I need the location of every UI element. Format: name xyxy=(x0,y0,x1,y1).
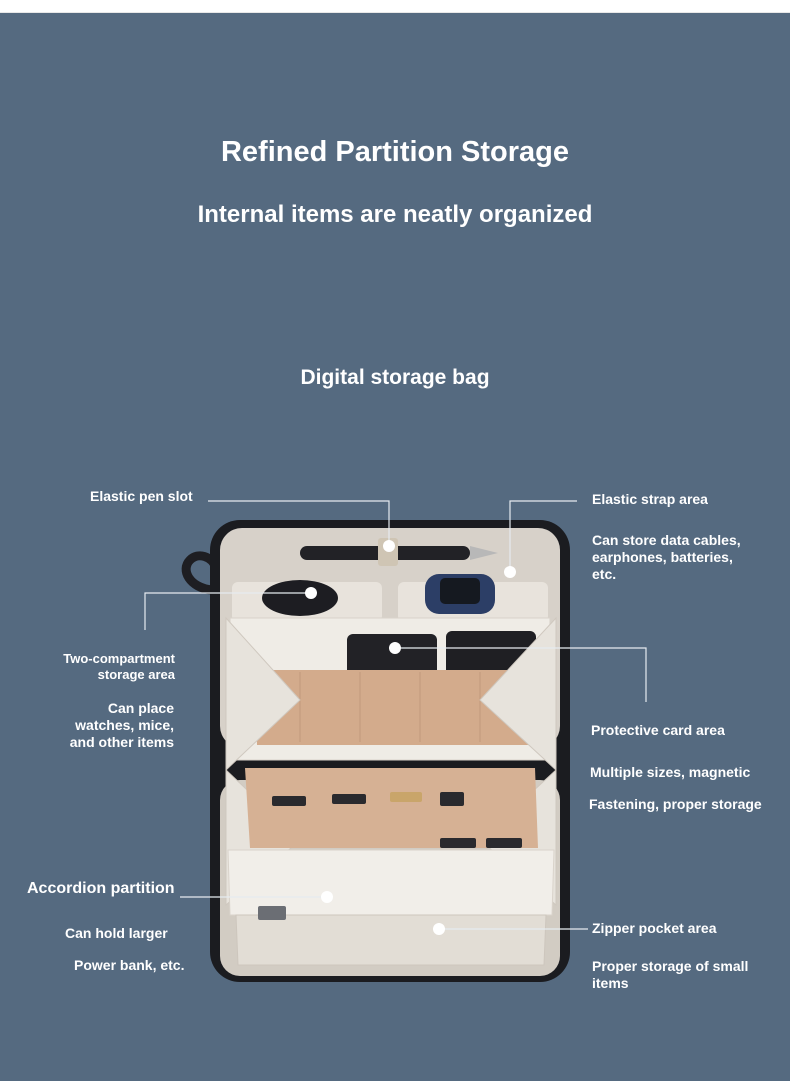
leader-compartment xyxy=(144,592,311,630)
slot-holder xyxy=(245,768,538,848)
page-title: Refined Partition Storage xyxy=(220,136,570,168)
dot-pen xyxy=(383,540,395,552)
dot-compartment xyxy=(305,587,317,599)
label-zipper-pocket: Zipper pocket area xyxy=(592,920,717,936)
label-accordion-detail-1: Can hold larger xyxy=(65,925,168,941)
label-two-compartment: Two-compartment storage area xyxy=(63,651,175,682)
label-strap-detail: Can store data cables, earphones, batter… xyxy=(592,532,741,582)
card-holder xyxy=(255,670,530,745)
label-accordion-partition: Accordion partition xyxy=(27,880,175,897)
page-subtitle: Internal items are neatly organized xyxy=(197,201,593,228)
dot-strap xyxy=(504,566,516,578)
usb-item xyxy=(258,906,286,920)
dot-accordion xyxy=(321,891,333,903)
label-accordion-detail-2: Power bank, etc. xyxy=(74,957,185,973)
top-strip xyxy=(0,0,790,13)
label-two-compartment-detail: Can place watches, mice, and other items xyxy=(69,700,174,750)
leader-strap xyxy=(509,500,577,572)
label-zipper-detail: Proper storage of small items xyxy=(592,958,749,991)
label-protective-card-area: Protective card area xyxy=(591,722,725,738)
memory-card-slots xyxy=(272,792,522,848)
round-item xyxy=(262,580,338,616)
callout-dots xyxy=(305,540,516,935)
section-title: Digital storage bag xyxy=(300,366,490,389)
dot-card xyxy=(389,642,401,654)
dot-zipper xyxy=(433,923,445,935)
label-elastic-strap-area: Elastic strap area xyxy=(592,491,708,507)
label-card-detail-2: Fastening, proper storage xyxy=(589,796,762,812)
zipper-pocket xyxy=(235,914,547,966)
accordion-pocket xyxy=(227,849,555,916)
leader-lines xyxy=(144,500,647,930)
label-card-detail-1: Multiple sizes, magnetic xyxy=(590,764,751,780)
leader-card xyxy=(395,647,647,702)
leader-pen xyxy=(208,500,390,546)
pen xyxy=(300,538,498,566)
label-elastic-pen-slot: Elastic pen slot xyxy=(90,488,193,504)
